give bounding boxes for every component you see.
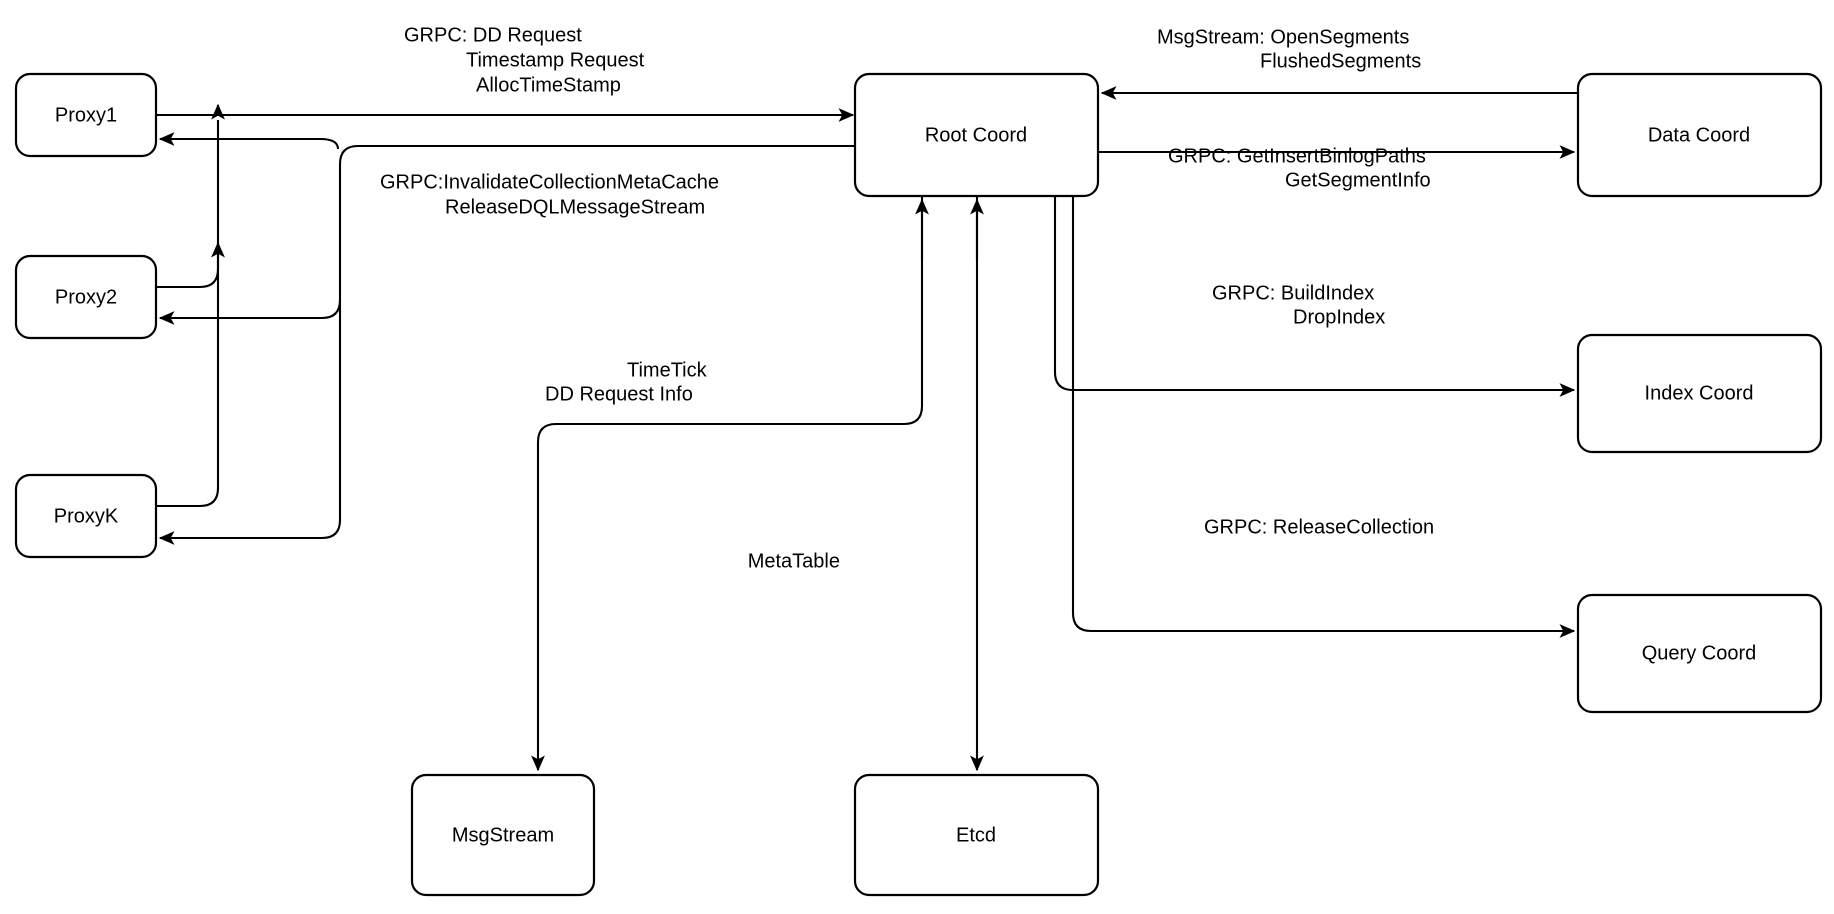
edge-proxyk-to-trunk (156, 120, 220, 508)
node-msgstream-box[interactable] (410, 773, 596, 897)
edge-label-root-to-querycoord: GRPC: ReleaseCollection (1204, 516, 1434, 538)
edge-label-datacoord-to-root: MsgStream: OpenSegments FlushedSegments (1157, 26, 1421, 72)
node-msgstream-label: MsgStream (452, 824, 554, 846)
node-datacoord-label: Data Coord (1648, 124, 1750, 146)
node-proxy2[interactable]: Proxy2 (14, 254, 158, 340)
node-querycoord[interactable]: Query Coord (1576, 593, 1823, 714)
edge-rootcoord-to-proxy1 (158, 132, 340, 150)
node-indexcoord[interactable]: Index Coord (1576, 333, 1823, 454)
edge-label-line: DropIndex (1293, 306, 1385, 328)
node-proxyk-label: ProxyK (54, 505, 119, 527)
edge-label-line: MsgStream: OpenSegments (1157, 26, 1409, 48)
edge-label-line: Timestamp Request (466, 49, 645, 71)
node-proxy1-label: Proxy1 (55, 104, 117, 126)
edge-label-layer: GRPC: DD Request Timestamp Request Alloc… (380, 24, 1434, 572)
edge-rootcoord-to-proxy2 (158, 299, 342, 325)
edge-label-line: GRPC: BuildIndex (1212, 282, 1374, 304)
edge-label-line: ReleaseDQLMessageStream (445, 196, 705, 218)
node-msgstream[interactable]: MsgStream (410, 773, 596, 897)
node-datacoord-box[interactable] (1576, 72, 1823, 198)
node-etcd-box[interactable] (853, 773, 1100, 897)
node-proxyk[interactable]: ProxyK (14, 473, 158, 559)
node-etcd[interactable]: Etcd (853, 773, 1100, 897)
edge-label-root-to-msgstream: TimeTick DD Request Info (545, 359, 708, 405)
edge-label-line: FlushedSegments (1260, 50, 1421, 72)
node-proxy1-box[interactable] (14, 72, 158, 158)
node-rootcoord[interactable]: Root Coord (853, 72, 1100, 198)
edge-label-line: GRPC: DD Request (404, 24, 582, 46)
edge-label-root-to-etcd: MetaTable (748, 550, 840, 572)
node-querycoord-box[interactable] (1576, 593, 1823, 714)
node-rootcoord-label: Root Coord (925, 124, 1027, 146)
edge-label-line: AllocTimeStamp (476, 74, 621, 96)
edge-label-line: GetSegmentInfo (1285, 169, 1431, 191)
node-indexcoord-box[interactable] (1576, 333, 1823, 454)
edge-rootcoord-to-querycoord (1071, 196, 1576, 638)
edge-label-root-to-datacoord: GRPC: GetInsertBinlogPaths GetSegmentInf… (1168, 145, 1431, 191)
edge-label-proxy-to-root: GRPC: DD Request Timestamp Request Alloc… (404, 24, 645, 96)
edge-label-line: TimeTick (627, 359, 708, 381)
edge-rootcoord-to-proxy-trunk (158, 144, 855, 545)
node-etcd-label: Etcd (956, 824, 996, 846)
node-datacoord[interactable]: Data Coord (1576, 72, 1823, 198)
node-indexcoord-label: Index Coord (1645, 382, 1754, 404)
edge-label-line: GRPC:InvalidateCollectionMetaCache (380, 171, 719, 193)
node-proxy2-label: Proxy2 (55, 286, 117, 308)
edge-rootcoord-to-msgstream (531, 196, 924, 772)
edge-label-root-to-proxy: GRPC:InvalidateCollectionMetaCache Relea… (380, 171, 719, 218)
node-layer: Proxy1 Proxy2 ProxyK Root Coord Data Coo… (14, 72, 1823, 897)
edge-label-line: GRPC: GetInsertBinlogPaths (1168, 145, 1426, 167)
node-proxy1[interactable]: Proxy1 (14, 72, 158, 158)
node-proxyk-box[interactable] (14, 473, 158, 559)
node-proxy2-box[interactable] (14, 254, 158, 340)
edge-label-line: MetaTable (748, 550, 840, 572)
edge-label-line: DD Request Info (545, 383, 693, 405)
node-rootcoord-box[interactable] (853, 72, 1100, 198)
edge-label-line: GRPC: ReleaseCollection (1204, 516, 1434, 538)
node-querycoord-label: Query Coord (1642, 642, 1757, 664)
edge-layer: Root Coord (merged vertical trunk at x=2… (156, 86, 1578, 772)
edge-proxy2-to-trunk (156, 241, 225, 289)
edge-label-root-to-indexcoord: GRPC: BuildIndex DropIndex (1212, 282, 1385, 328)
